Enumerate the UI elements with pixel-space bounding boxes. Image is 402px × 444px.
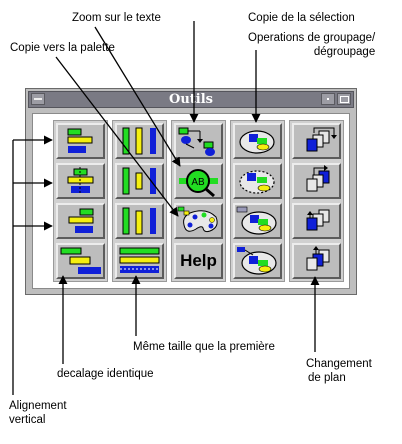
send-to-back-icon (306, 165, 330, 192)
group-button[interactable] (233, 123, 282, 159)
help-button[interactable]: Help (174, 243, 223, 279)
copy-selection-button[interactable] (174, 123, 223, 159)
send-backward-button[interactable] (292, 243, 341, 279)
callout-change-plane-line2: de plan (308, 372, 346, 384)
distribute-button[interactable] (56, 243, 105, 279)
leader-vertical-alignment (12, 135, 53, 395)
callout-vertical-line1: Alignement (9, 400, 67, 412)
group-pattern-icon (236, 206, 277, 235)
bring-forward-icon (306, 209, 330, 231)
zoom-text-button[interactable]: AB (174, 163, 223, 199)
same-height-icon (122, 127, 156, 155)
tool-column-grouping (230, 120, 285, 282)
bring-forward-button[interactable] (292, 203, 341, 239)
send-backward-icon (306, 246, 330, 271)
distribute-icon (60, 247, 101, 274)
align-center-icon (67, 167, 94, 195)
align-right-icon (68, 208, 94, 233)
callout-change-plane-line1: Changement (306, 358, 372, 370)
zoom-text-icon: AB (179, 169, 218, 197)
callout-copy-selection: Copie de la sélection (248, 12, 355, 24)
callout-change-plane: Changement de plan (306, 357, 372, 385)
svg-text:AB: AB (191, 177, 205, 188)
copy-selection-icon (178, 127, 215, 156)
same-height-center-button[interactable] (115, 163, 164, 199)
tool-column-plane (289, 120, 344, 282)
callout-group-operations-line1: Operations de groupage/ (248, 32, 376, 44)
callout-group-operations: Operations de groupage/ dégroupage (248, 31, 375, 59)
window-menu-button[interactable] (31, 93, 45, 105)
align-left-icon (67, 128, 93, 153)
tool-grid: AB Help (32, 113, 350, 289)
callout-vertical-alignment: Alignement vertical (9, 399, 67, 427)
same-height-button[interactable] (115, 123, 164, 159)
callout-zoom-text: Zoom sur le texte (72, 12, 161, 24)
callout-vertical-line2: vertical (9, 414, 46, 426)
ungroup-icon (239, 170, 275, 194)
copy-to-palette-button[interactable] (174, 203, 223, 239)
callout-identical-offset: decalage identique (57, 368, 154, 380)
callout-copy-palette: Copie vers la palette (10, 42, 115, 54)
ungroup-button[interactable] (233, 163, 282, 199)
tool-column-alignment (53, 120, 108, 282)
same-height-bottom-button[interactable] (115, 203, 164, 239)
palette-icon (177, 206, 218, 233)
send-to-back-button[interactable] (292, 163, 341, 199)
leader-copy-palette (55, 56, 179, 217)
align-center-button[interactable] (56, 163, 105, 199)
minimize-button[interactable] (321, 93, 335, 105)
same-height-bottom-icon (122, 207, 156, 235)
window-title: Outils (169, 92, 213, 107)
ungroup-arrow-button[interactable] (233, 243, 282, 279)
bring-to-front-icon (306, 127, 337, 152)
maximize-button[interactable] (337, 93, 351, 105)
bring-to-front-button[interactable] (292, 123, 341, 159)
align-right-button[interactable] (56, 203, 105, 239)
help-label: Help (180, 251, 217, 270)
title-bar[interactable]: Outils (28, 91, 354, 108)
group-icon (239, 130, 275, 154)
ungroup-arrow-icon (237, 247, 277, 275)
align-left-button[interactable] (56, 123, 105, 159)
tools-window: Outils (25, 88, 357, 295)
callout-same-size: Même taille que la première (133, 341, 275, 353)
callout-group-operations-line2: dégroupage (313, 46, 376, 58)
leader-zoom (94, 26, 181, 167)
same-width-icon (119, 247, 160, 273)
same-height-center-icon (122, 167, 156, 195)
group-pattern-button[interactable] (233, 203, 282, 239)
